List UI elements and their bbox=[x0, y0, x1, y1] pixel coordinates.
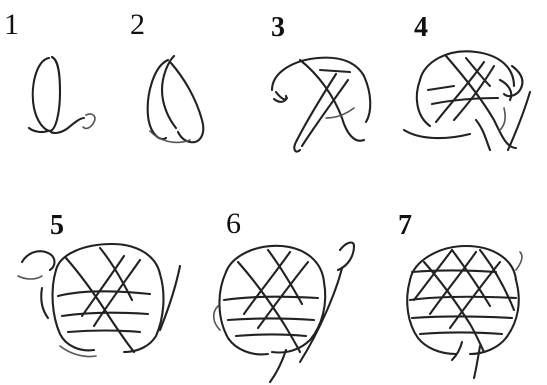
step-6-label: 6 bbox=[226, 207, 241, 240]
step-1-panel: 1 bbox=[4, 8, 95, 133]
step-5-label: 5 bbox=[50, 210, 64, 241]
step-7-label: 7 bbox=[398, 210, 412, 241]
step-4-label: 4 bbox=[414, 12, 428, 43]
step-6-panel: 6 bbox=[214, 207, 354, 382]
step-1-label: 1 bbox=[4, 8, 19, 41]
step-6-cord-drawing bbox=[214, 243, 354, 382]
step-4-cord-drawing bbox=[404, 51, 530, 150]
step-3-label: 3 bbox=[271, 12, 285, 43]
step-3-cord-drawing bbox=[272, 58, 370, 152]
step-1-cord-drawing bbox=[29, 57, 95, 133]
step-2-label: 2 bbox=[130, 8, 145, 41]
step-7-panel: 7 bbox=[398, 210, 522, 378]
step-2-panel: 2 bbox=[130, 8, 203, 142]
step-3-panel: 3 bbox=[271, 12, 370, 152]
step-4-panel: 4 bbox=[404, 12, 530, 150]
step-2-cord-drawing bbox=[148, 56, 204, 142]
step-5-panel: 5 bbox=[18, 210, 180, 357]
step-5-cord-drawing bbox=[18, 244, 180, 357]
step-7-cord-drawing bbox=[407, 246, 522, 378]
